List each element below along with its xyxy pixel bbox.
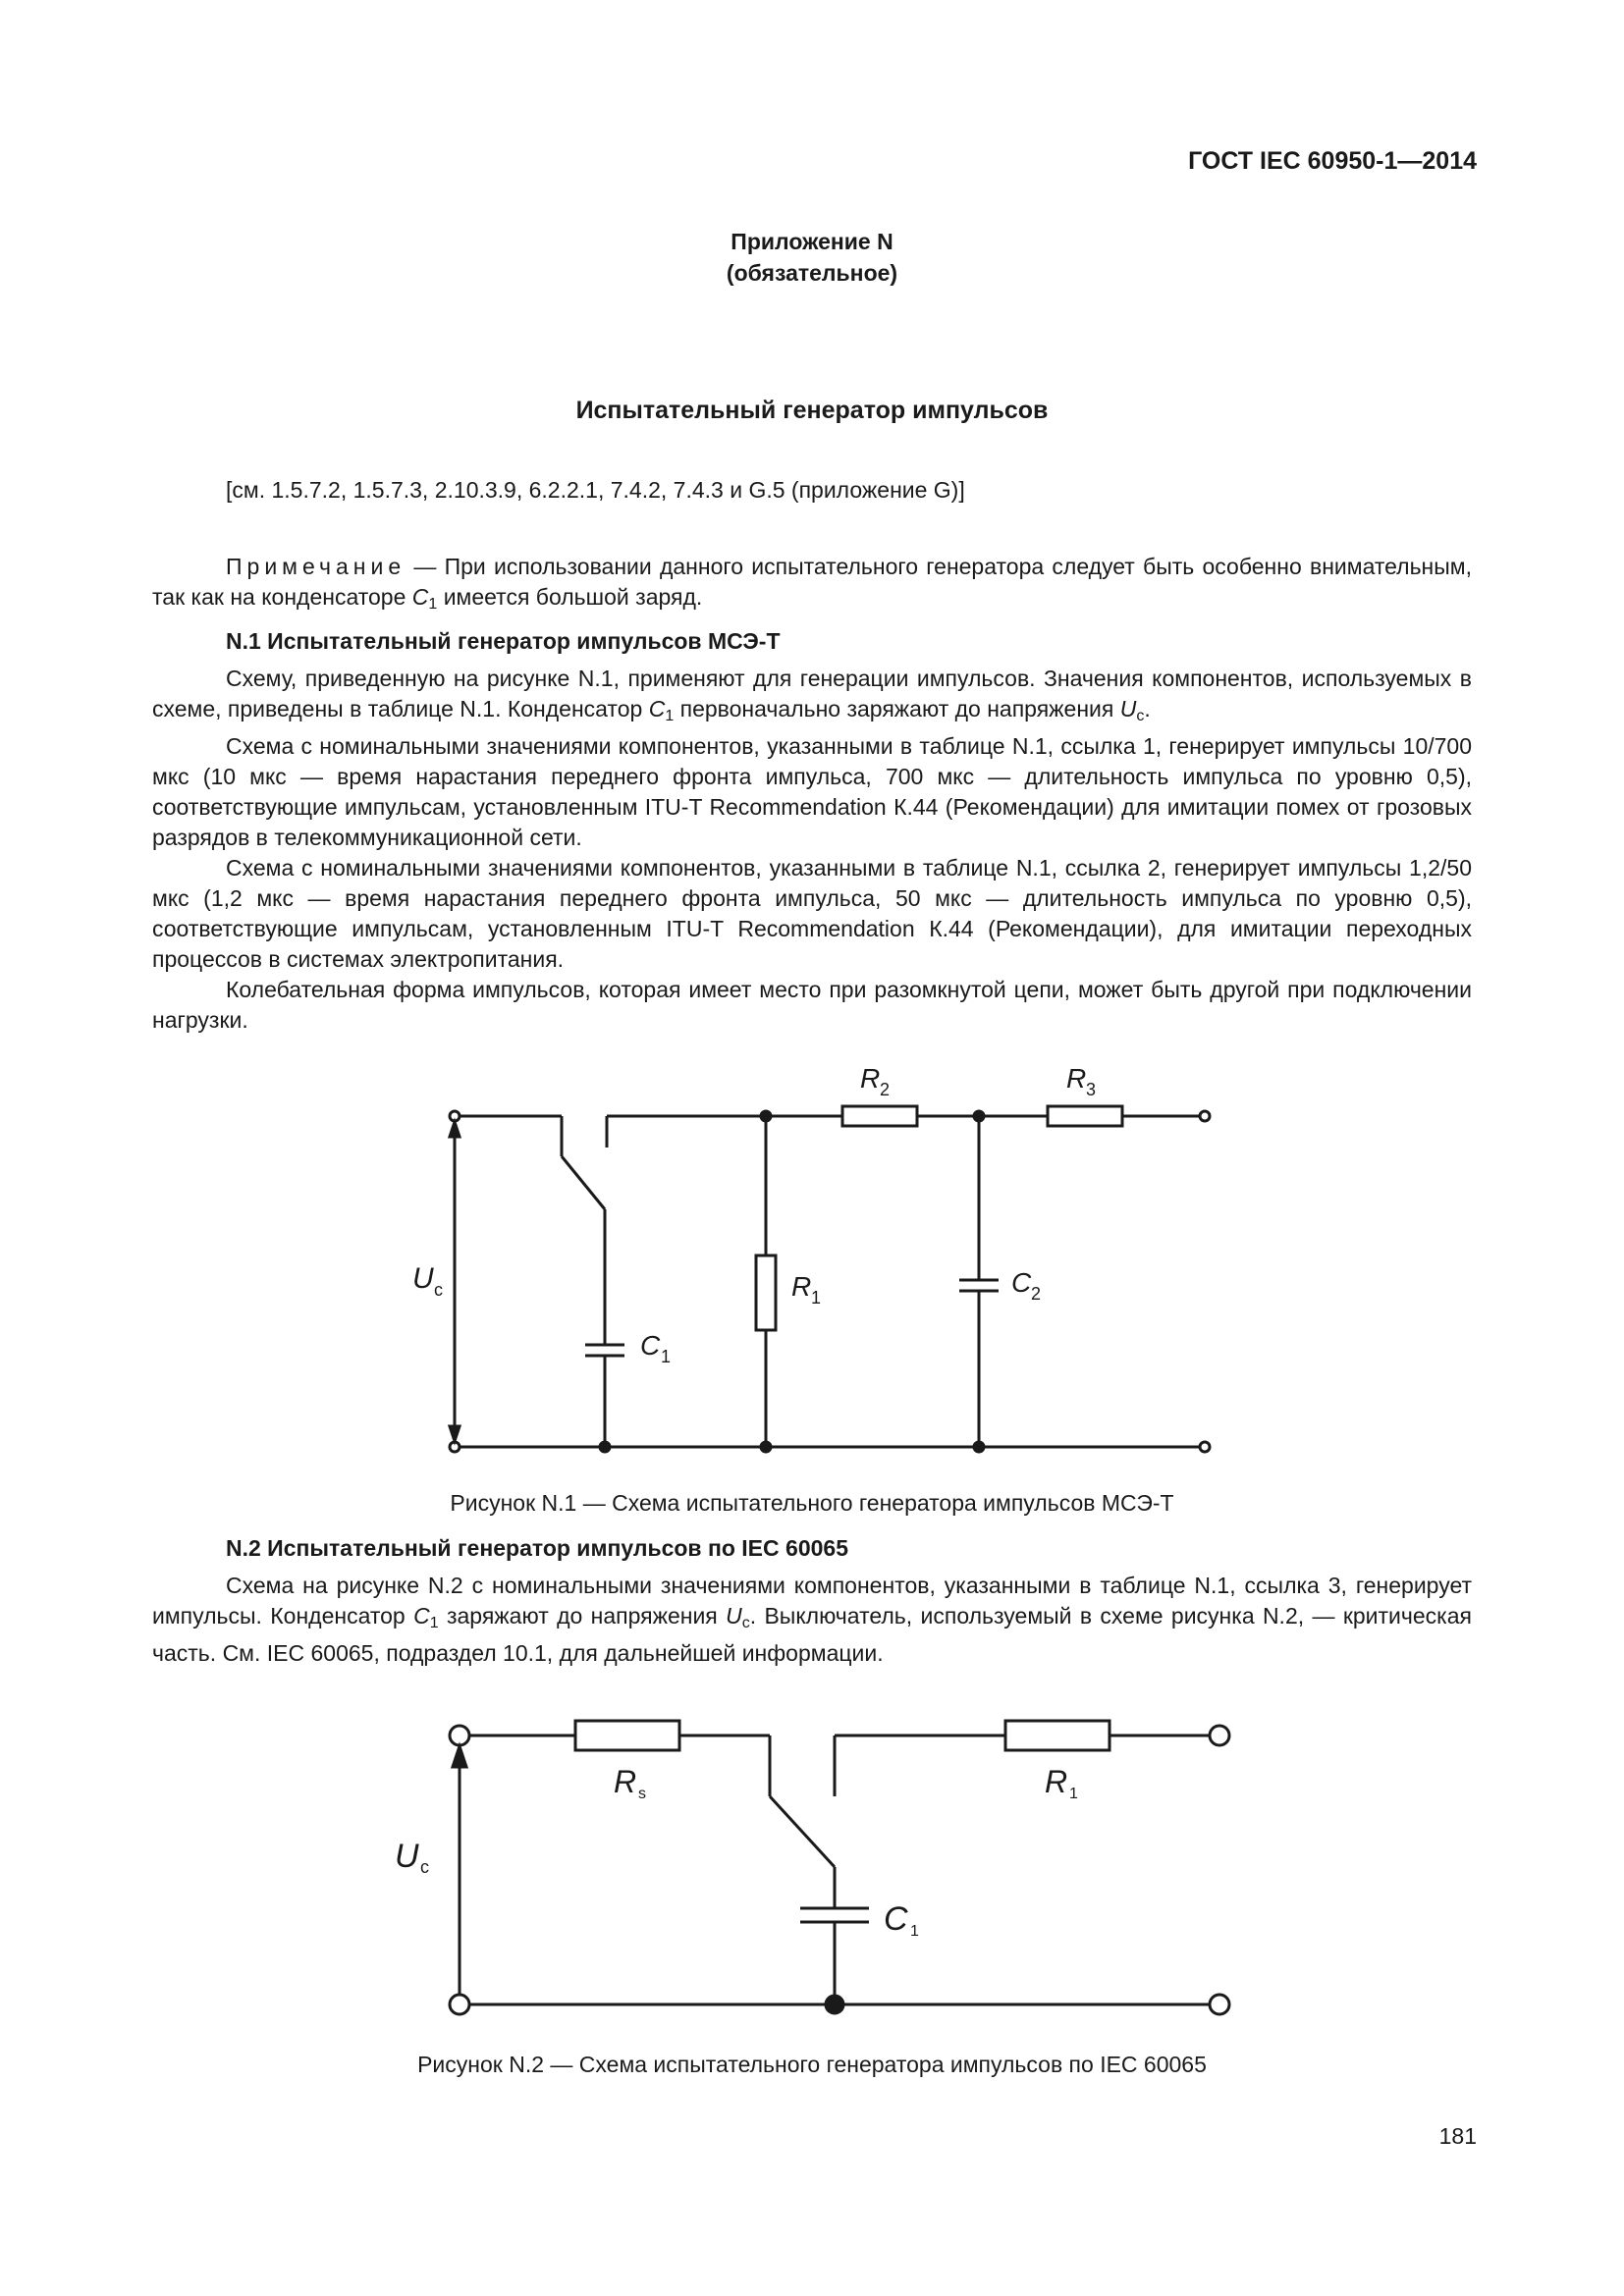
paragraph: Схему, приведенную на рисунке N.1, приме… — [152, 666, 1472, 724]
main-title: Испытательный генератор импульсов — [575, 397, 1049, 424]
section-n2-heading: N.2 Испытательный генератор импульсов по… — [226, 1535, 848, 1561]
figure1-circuit — [447, 1104, 1212, 1454]
label-c1: C — [884, 1900, 908, 1938]
label-r1: R — [791, 1271, 811, 1302]
r1-body — [754, 1254, 778, 1332]
svg-text:c: c — [434, 1280, 443, 1300]
paragraph: Колебательная форма импульсов, которая и… — [152, 977, 1472, 1033]
references: [см. 1.5.7.2, 1.5.7.3, 2.10.3.9, 6.2.2.1… — [226, 477, 965, 503]
label-c1: C — [640, 1330, 661, 1361]
figure2-labels: U c R s R 1 C 1 — [395, 1764, 1078, 1940]
r3-body — [1046, 1104, 1124, 1128]
page-number: 181 — [1438, 2123, 1477, 2149]
standard-header: ГОСТ IEC 60950-1—2014 — [1188, 147, 1477, 175]
label-r2: R — [860, 1063, 880, 1094]
paragraph: Схема с номинальными значениями компонен… — [152, 733, 1472, 850]
figure2-circuit — [448, 1719, 1231, 2016]
note-label: Примечание — [226, 554, 406, 579]
appendix-heading: Приложение N (обязательное) — [0, 226, 1624, 289]
svg-text:1: 1 — [910, 1923, 919, 1940]
section-n2-body: Схема на рисунке N.2 с номинальными знач… — [152, 1571, 1472, 1669]
svg-text:c: c — [420, 1857, 429, 1877]
label-rs: R — [614, 1764, 636, 1799]
paragraph: Схема с номинальными значениями компонен… — [152, 855, 1472, 972]
appendix-status: (обязательное) — [726, 260, 898, 286]
terminal-top-right — [1208, 1724, 1231, 1747]
figure1-labels: U c C 1 R 1 C 2 R 2 R 3 — [412, 1063, 1096, 1366]
switch-blade — [768, 1794, 837, 1869]
rs-body — [573, 1719, 681, 1752]
terminal-bottom-right — [1208, 1993, 1231, 2016]
section-n1-body: Схему, приведенную на рисунке N.1, приме… — [152, 664, 1472, 1036]
terminal-bottom-left — [448, 1993, 471, 2016]
svg-text:1: 1 — [1069, 1786, 1078, 1802]
label-uc: U — [412, 1262, 434, 1295]
paragraph: Схема на рисунке N.2 с номинальными знач… — [152, 1573, 1472, 1666]
note-paragraph: Примечание — При использовании данного и… — [152, 554, 1472, 613]
figure1-caption: Рисунок N.1 — Схема испытательного генер… — [450, 1490, 1174, 1516]
figure2-caption: Рисунок N.2 — Схема испытательного генер… — [417, 2052, 1207, 2077]
svg-text:s: s — [638, 1786, 646, 1802]
section-n1-heading: N.1 Испытательный генератор импульсов МС… — [226, 628, 781, 654]
svg-text:1: 1 — [811, 1288, 821, 1308]
svg-text:3: 3 — [1086, 1080, 1096, 1099]
label-uc: U — [395, 1838, 419, 1875]
r1-body — [1003, 1719, 1111, 1752]
svg-text:1: 1 — [661, 1347, 671, 1366]
label-r1: R — [1045, 1764, 1067, 1799]
terminal-top-right — [1198, 1109, 1212, 1123]
svg-text:2: 2 — [1031, 1284, 1041, 1304]
appendix-title: Приложение N — [731, 229, 893, 254]
label-r3: R — [1066, 1063, 1086, 1094]
r2-body — [840, 1104, 919, 1128]
svg-text:2: 2 — [880, 1080, 890, 1099]
switch-blade — [560, 1155, 607, 1210]
terminal-bottom-right — [1198, 1440, 1212, 1454]
label-c2: C — [1011, 1267, 1032, 1298]
